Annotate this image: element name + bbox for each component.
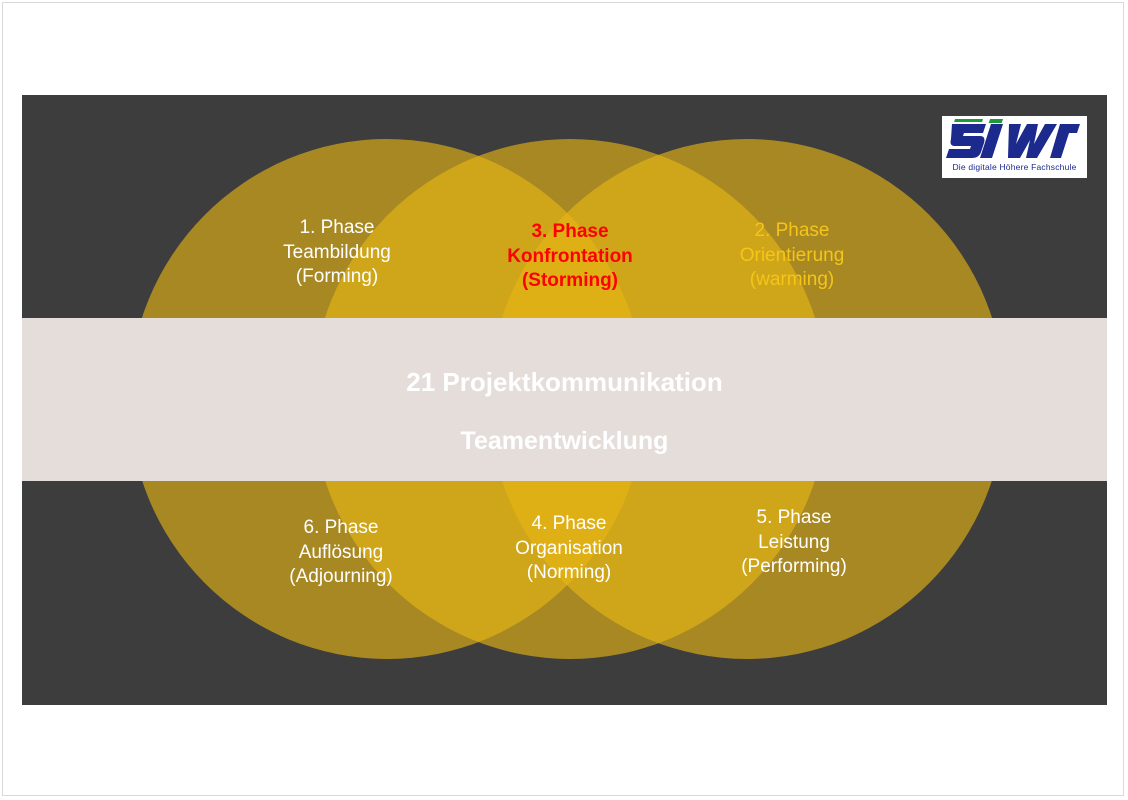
- siw-logo: Die digitale Höhere Fachschule: [942, 116, 1087, 178]
- phase-1-english: (Forming): [295, 266, 379, 287]
- phase-5-name: Leistung: [758, 531, 830, 553]
- phase-6-label: 6. Phase Auflösung (Adjourning): [231, 516, 451, 590]
- phase-5-label: 5. Phase Leistung (Performing): [684, 506, 904, 580]
- phase-2-label: 2. Phase Orientierung (warming): [682, 219, 902, 293]
- phase-5-english: (Performing): [741, 556, 847, 577]
- siw-logo-mark: [946, 119, 1080, 158]
- phase-2-english: (warming): [749, 269, 835, 290]
- phase-5-number: 5. Phase: [756, 507, 832, 528]
- logo-tagline: Die digitale Höhere Fachschule: [952, 162, 1077, 172]
- venn-diagram: [22, 95, 1107, 705]
- phase-6-number: 6. Phase: [303, 517, 379, 538]
- phase-4-label: 4. Phase Organisation (Norming): [459, 512, 679, 586]
- phase-4-name: Organisation: [515, 537, 623, 559]
- phase-1-number: 1. Phase: [299, 217, 375, 238]
- phase-3-number: 3. Phase: [531, 221, 609, 242]
- title-band: [22, 318, 1107, 481]
- phase-3-label: 3. Phase Konfrontation (Storming): [460, 220, 680, 294]
- slide: 1. Phase Teambildung (Forming) 3. Phase …: [22, 95, 1107, 705]
- phase-1-name: Teambildung: [283, 241, 391, 263]
- phase-4-number: 4. Phase: [531, 513, 607, 534]
- slide-subtitle: Teamentwicklung: [460, 427, 669, 455]
- phase-2-name: Orientierung: [739, 244, 845, 266]
- phase-4-english: (Norming): [526, 562, 612, 583]
- phase-6-name: Auflösung: [298, 541, 384, 563]
- phase-2-number: 2. Phase: [754, 220, 830, 241]
- phase-3-english: (Storming): [521, 270, 619, 291]
- phase-6-english: (Adjourning): [289, 566, 393, 587]
- slide-title: 21 Projektkommunikation: [406, 367, 723, 397]
- phase-3-name: Konfrontation: [507, 245, 633, 267]
- phase-1-label: 1. Phase Teambildung (Forming): [227, 216, 447, 290]
